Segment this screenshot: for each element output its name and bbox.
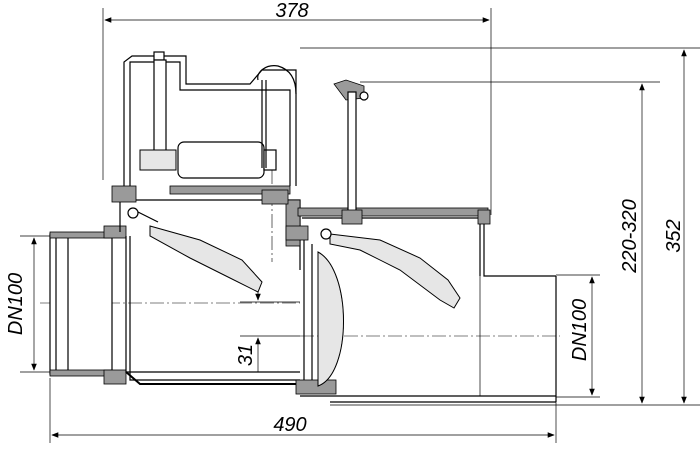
dimension-outlet-dn: DN100 — [556, 274, 600, 398]
centre-lines — [40, 170, 560, 337]
dimension-label-inlet-dn100: DN100 — [5, 273, 27, 335]
manual-lever — [333, 79, 369, 225]
dimension-inlet-dn: DN100 — [5, 235, 52, 373]
dimension-offset: 31 — [235, 290, 300, 372]
dimension-label-220-320: 220-320 — [619, 199, 641, 273]
inlet-pipe — [49, 225, 127, 385]
dimension-label-outlet-dn100: DN100 — [569, 299, 591, 361]
outlet-flap — [320, 228, 461, 309]
float-disc — [317, 251, 344, 387]
dimension-height-range: 220-320 — [360, 81, 660, 404]
dimension-bottom-width: 490 — [49, 378, 557, 443]
dimension-total-height: 352 — [300, 47, 700, 406]
dimension-label-31: 31 — [235, 344, 257, 366]
motor-housing — [123, 51, 297, 205]
dimension-label-490: 490 — [273, 414, 306, 436]
inlet-flap — [127, 207, 263, 293]
dimension-label-378: 378 — [275, 0, 308, 22]
dimension-label-352: 352 — [663, 219, 685, 252]
dimension-top-width: 378 — [102, 0, 492, 215]
